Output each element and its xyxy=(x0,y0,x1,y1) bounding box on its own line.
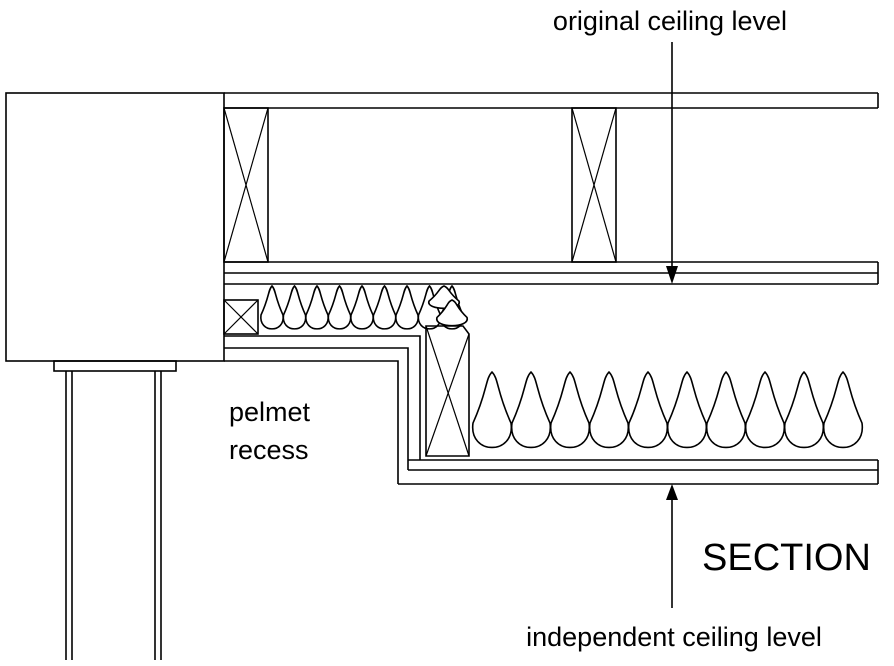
insulation-batt xyxy=(667,370,707,449)
window-head-plate xyxy=(53,360,177,372)
insulation-batt xyxy=(350,284,374,330)
insulation-batt xyxy=(395,284,419,330)
original-ceiling-boards xyxy=(224,261,879,285)
wall-noggin xyxy=(223,299,259,335)
independent-ceiling-arrow xyxy=(666,484,678,608)
insulation-batt xyxy=(282,284,307,330)
pelmet-label: pelmet xyxy=(229,397,311,427)
insulation-batt xyxy=(472,370,512,449)
pelmet-soffit xyxy=(224,335,421,484)
window-frame-left xyxy=(65,371,73,660)
insulation-batt xyxy=(260,284,284,330)
ceiling-joist-right xyxy=(571,107,617,263)
insulation-batt xyxy=(550,370,590,449)
insulation-batt xyxy=(745,370,785,449)
upper-insulation xyxy=(260,284,468,330)
original-ceiling-label: original ceiling level xyxy=(553,6,787,36)
insulation-batt xyxy=(327,284,352,330)
section-title: SECTION xyxy=(702,537,871,579)
insulation-batt xyxy=(305,284,329,330)
pelmet-stud xyxy=(425,325,470,457)
insulation-batt xyxy=(589,370,629,449)
original-ceiling-arrow xyxy=(666,42,678,284)
wall-head-block xyxy=(5,92,225,362)
independent-ceiling-boards xyxy=(398,459,879,485)
window-frame-right xyxy=(154,371,162,660)
insulation-batt xyxy=(628,370,668,449)
ceiling-joist-left xyxy=(223,107,269,263)
floor-boards xyxy=(224,92,879,109)
recess-label: recess xyxy=(229,435,309,465)
lower-insulation xyxy=(472,370,863,449)
insulation-batt xyxy=(372,284,397,330)
insulation-batt xyxy=(784,370,824,449)
insulation-batt xyxy=(823,370,863,449)
insulation-batt xyxy=(706,370,746,449)
insulation-batt xyxy=(511,370,551,449)
independent-ceiling-label: independent ceiling level xyxy=(526,622,822,652)
